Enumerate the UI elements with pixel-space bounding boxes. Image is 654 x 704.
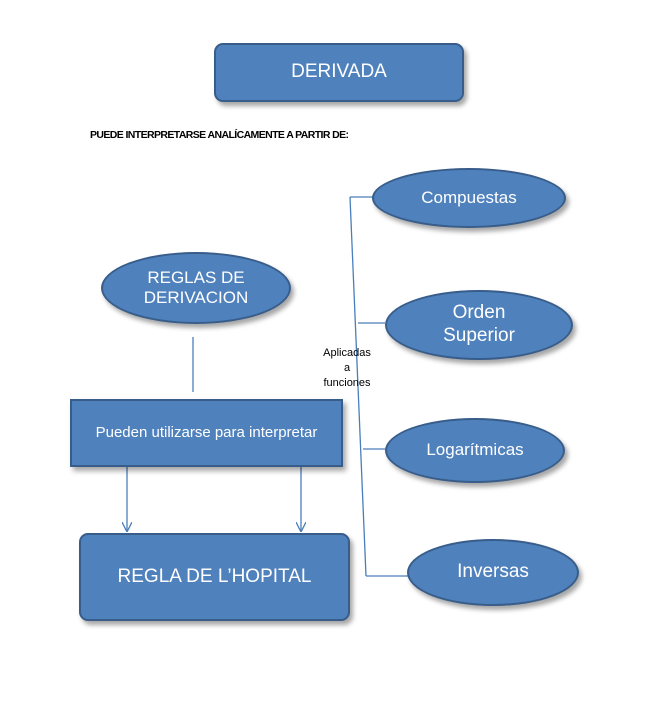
reglas-ellipse: REGLAS DE DERIVACION (101, 252, 291, 324)
compuestas-ellipse: Compuestas (372, 168, 566, 228)
aplicadas-note: Aplicadas a funciones (323, 347, 371, 389)
derivada-label: DERIVADA (291, 61, 387, 83)
subtitle-text: PUEDE INTERPRETARSE ANALÍCAMENTE A PARTI… (90, 129, 349, 141)
orden-superior-label: Orden Superior (443, 302, 515, 346)
inversas-ellipse: Inversas (407, 539, 579, 606)
derivada-box: DERIVADA (214, 43, 464, 102)
bracket-vertical (349, 196, 367, 577)
hopital-box: REGLA DE L’HOPITAL (79, 533, 350, 621)
orden-superior-ellipse: Orden Superior (385, 290, 573, 360)
pueden-box: Pueden utilizarse para interpretar (70, 399, 343, 467)
logaritmicas-label: Logarítmicas (426, 440, 524, 460)
logaritmicas-ellipse: Logarítmicas (385, 418, 565, 483)
reglas-label: REGLAS DE DERIVACION (143, 267, 249, 307)
hopital-label: REGLA DE L’HOPITAL (117, 565, 312, 587)
pueden-label: Pueden utilizarse para interpretar (95, 424, 318, 441)
compuestas-label: Compuestas (421, 187, 517, 207)
inversas-label: Inversas (457, 561, 529, 583)
